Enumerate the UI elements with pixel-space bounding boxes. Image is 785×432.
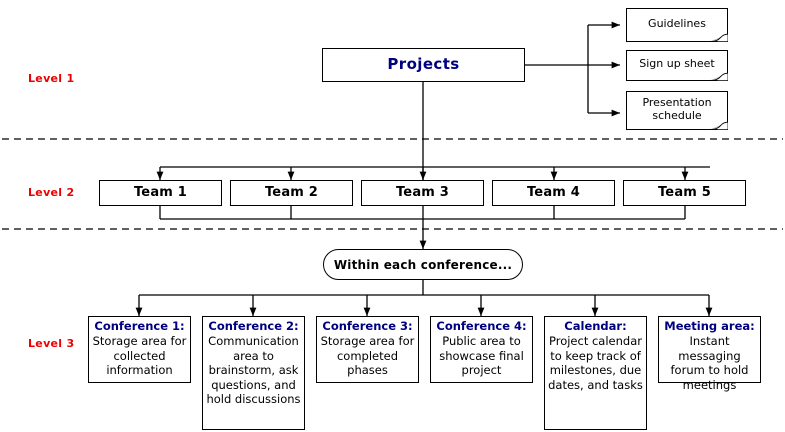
page-curl-icon [710,33,728,42]
node-team-4-label: Team 4 [526,185,581,201]
node-area-conference-1-body: Storage area for collected information [92,334,187,378]
node-within-each-conference-label: Within each conference... [333,257,513,272]
node-area-meeting[interactable]: Meeting area: Instant messaging forum to… [658,316,761,392]
node-within-each-conference[interactable]: Within each conference... [323,249,523,280]
note-to-areas-connectors [135,280,713,317]
node-document-presentation-schedule-line2: schedule [652,108,702,122]
node-area-conference-2-body: Communication area to brainstorm, ask qu… [206,334,301,407]
node-projects[interactable]: Projects [322,48,525,82]
node-team-5[interactable]: Team 5 [623,180,746,206]
node-team-2-label: Team 2 [264,185,319,201]
node-area-conference-4[interactable]: Conference 4: Public area to showcase fi… [430,316,533,383]
node-document-guidelines[interactable]: Guidelines [626,8,728,42]
node-area-conference-2[interactable]: Conference 2: Communication area to brai… [202,316,305,430]
node-projects-label: Projects [387,55,460,74]
node-area-conference-3-body: Storage area for completed phases [320,334,415,378]
node-area-meeting-body: Instant messaging forum to hold meetings [670,334,749,392]
teams-to-note-connectors [159,206,686,250]
node-area-calendar[interactable]: Calendar: Project calendar to keep track… [544,316,647,430]
page-curl-icon [710,72,728,81]
node-area-calendar-title: Calendar: [564,319,627,333]
node-area-calendar-body: Project calendar to keep track of milest… [548,334,643,392]
projects-to-documents-connectors [525,21,621,117]
node-area-conference-4-body: Public area to showcase final project [439,334,524,378]
node-team-1-label: Team 1 [133,185,188,201]
node-area-conference-1[interactable]: Conference 1: Storage area for collected… [88,316,191,383]
node-area-conference-1-title: Conference 1: [94,319,185,333]
node-area-conference-3[interactable]: Conference 3: Storage area for completed… [316,316,419,383]
node-document-presentation-schedule[interactable]: Presentation schedule [626,91,728,130]
node-document-signup[interactable]: Sign up sheet [626,50,728,81]
node-area-conference-4-title: Conference 4: [436,319,527,333]
level-label-3: Level 3 [28,337,75,350]
node-area-meeting-title: Meeting area: [664,319,755,333]
level-label-1: Level 1 [28,72,75,85]
level-label-2: Level 2 [28,186,75,199]
node-team-5-label: Team 5 [657,185,712,201]
node-document-guidelines-label: Guidelines [648,16,706,30]
node-area-conference-2-title: Conference 2: [208,319,299,333]
page-curl-icon [710,121,728,130]
node-team-1[interactable]: Team 1 [99,180,222,206]
node-team-2[interactable]: Team 2 [230,180,353,206]
node-document-signup-label: Sign up sheet [639,57,715,71]
node-area-conference-3-title: Conference 3: [322,319,413,333]
node-team-4[interactable]: Team 4 [492,180,615,206]
node-team-3[interactable]: Team 3 [361,180,484,206]
node-document-presentation-schedule-line1: Presentation [642,95,712,109]
node-team-3-label: Team 3 [395,185,450,201]
